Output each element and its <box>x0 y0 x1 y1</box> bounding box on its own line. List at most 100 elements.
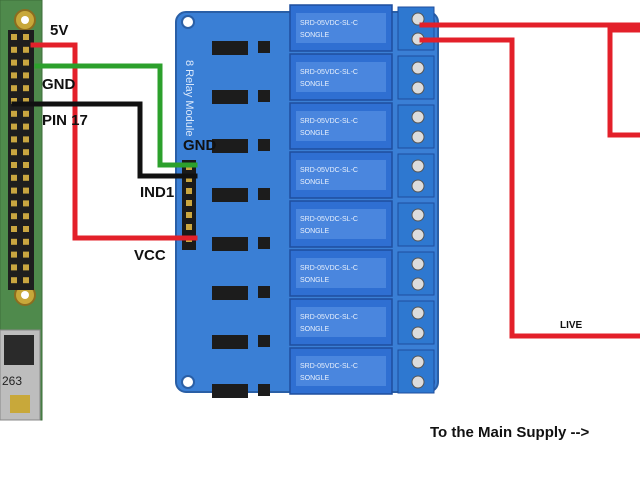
gpio-pin <box>23 46 29 53</box>
relay-module: 8 Relay Module SRD-05VDC-SL-C SONGLE SRD-0… <box>175 4 439 398</box>
relay-label-panel <box>296 111 386 141</box>
transistor <box>258 188 270 200</box>
relay-input-pin <box>186 224 192 230</box>
gpio-pin <box>11 136 17 143</box>
relay-model-text: SRD-05VDC-SL-C <box>300 20 358 27</box>
relay-model-text: SRD-05VDC-SL-C <box>300 265 358 272</box>
relay-model-text: SRD-05VDC-SL-C <box>300 69 358 76</box>
optocoupler <box>212 188 248 202</box>
transistor <box>258 335 270 347</box>
gpio-pin <box>11 59 17 66</box>
gpio-pin <box>23 136 29 143</box>
gpio-pin <box>23 213 29 220</box>
transistor <box>258 384 270 396</box>
terminal-screw <box>411 110 425 124</box>
gpio-pin <box>11 251 17 258</box>
terminal-screw <box>411 179 425 193</box>
label-5v: 5V <box>50 22 69 39</box>
transistor <box>258 139 270 151</box>
gpio-pin <box>11 264 17 271</box>
terminal-screw <box>411 306 425 320</box>
gpio-pin <box>23 72 29 79</box>
terminal-screw <box>411 326 425 340</box>
gpio-pin <box>23 34 29 40</box>
optocoupler <box>212 90 248 104</box>
gpio-pin <box>23 251 29 258</box>
gpio-pin <box>11 174 17 181</box>
wire-5v-red <box>30 42 198 241</box>
gpio-pin <box>23 162 29 168</box>
terminal-screw <box>411 277 425 291</box>
relay-brand-text: SONGLE <box>300 32 330 39</box>
gpio-pin <box>11 110 17 117</box>
wire-relay-out-red-1 <box>419 22 640 138</box>
label-gnd-relay: GND <box>183 137 217 154</box>
gpio-pin <box>11 46 17 53</box>
optocoupler <box>212 335 248 349</box>
gpio-pin <box>11 187 17 194</box>
gpio-pin <box>11 238 17 245</box>
optocoupler <box>212 139 248 153</box>
relay-model-text: SRD-05VDC-SL-C <box>300 118 358 125</box>
terminal-screw <box>411 12 425 26</box>
relay-label-panel <box>296 258 386 288</box>
relay-silkscreen: 8 Relay Module <box>183 60 195 136</box>
relay-brand-text: SONGLE <box>300 277 330 284</box>
label-ind1: IND1 <box>140 184 175 201</box>
gpio-pin <box>23 226 29 232</box>
wire-pin17-black <box>11 101 198 179</box>
relay-label-panel <box>296 356 386 386</box>
relay-label-panel <box>296 160 386 190</box>
optocoupler <box>212 286 248 300</box>
relay-model-text: SRD-05VDC-SL-C <box>300 216 358 223</box>
relay-brand-text: SONGLE <box>300 326 330 333</box>
label-pin17: PIN 17 <box>42 112 88 129</box>
relay-brand-text: SONGLE <box>300 179 330 186</box>
relay-brand-text: SONGLE <box>300 130 330 137</box>
relay-input-pin <box>186 200 192 206</box>
relay-brand-text: SONGLE <box>300 228 330 235</box>
relay-input-pin <box>186 176 192 182</box>
gpio-pin <box>11 149 17 156</box>
relay-label-panel <box>296 13 386 43</box>
optocoupler <box>212 237 248 251</box>
gpio-pin <box>11 123 17 130</box>
gpio-header <box>8 30 34 290</box>
gpio-pin <box>23 264 29 271</box>
label-vcc: VCC <box>134 247 166 264</box>
gpio-pin <box>11 85 17 92</box>
transistor <box>258 286 270 298</box>
transistor <box>258 41 270 53</box>
gpio-pin <box>11 213 17 220</box>
terminal-screw <box>411 81 425 95</box>
gpio-pin <box>23 149 29 156</box>
relay-brand-text: SONGLE <box>300 375 330 382</box>
relay-model-text: SRD-05VDC-SL-C <box>300 363 358 370</box>
gpio-pin <box>23 110 29 117</box>
wires <box>11 22 640 339</box>
transistor <box>258 90 270 102</box>
gpio-pin <box>23 98 29 104</box>
wire-gnd-green <box>34 63 198 168</box>
optocoupler <box>212 384 248 398</box>
gpio-pin <box>23 85 29 92</box>
gpio-pin <box>23 187 29 194</box>
terminal-screw <box>411 208 425 222</box>
terminal-screw <box>411 159 425 173</box>
raspberry-pi-board: 263 <box>0 0 43 421</box>
pi-chip-text: 263 <box>2 374 22 388</box>
gpio-pin <box>23 123 29 130</box>
optocoupler <box>212 41 248 55</box>
gpio-pin <box>23 200 29 207</box>
relay-input-pin <box>186 212 192 218</box>
label-gnd-pi: GND <box>42 76 76 93</box>
relay-model-text: SRD-05VDC-SL-C <box>300 167 358 174</box>
transistor <box>258 237 270 249</box>
gpio-pin <box>11 34 17 40</box>
gpio-pin <box>23 277 29 284</box>
gpio-pin <box>11 226 17 232</box>
gpio-pin <box>23 174 29 181</box>
terminal-screw <box>411 257 425 271</box>
wire-live-red <box>419 37 640 339</box>
